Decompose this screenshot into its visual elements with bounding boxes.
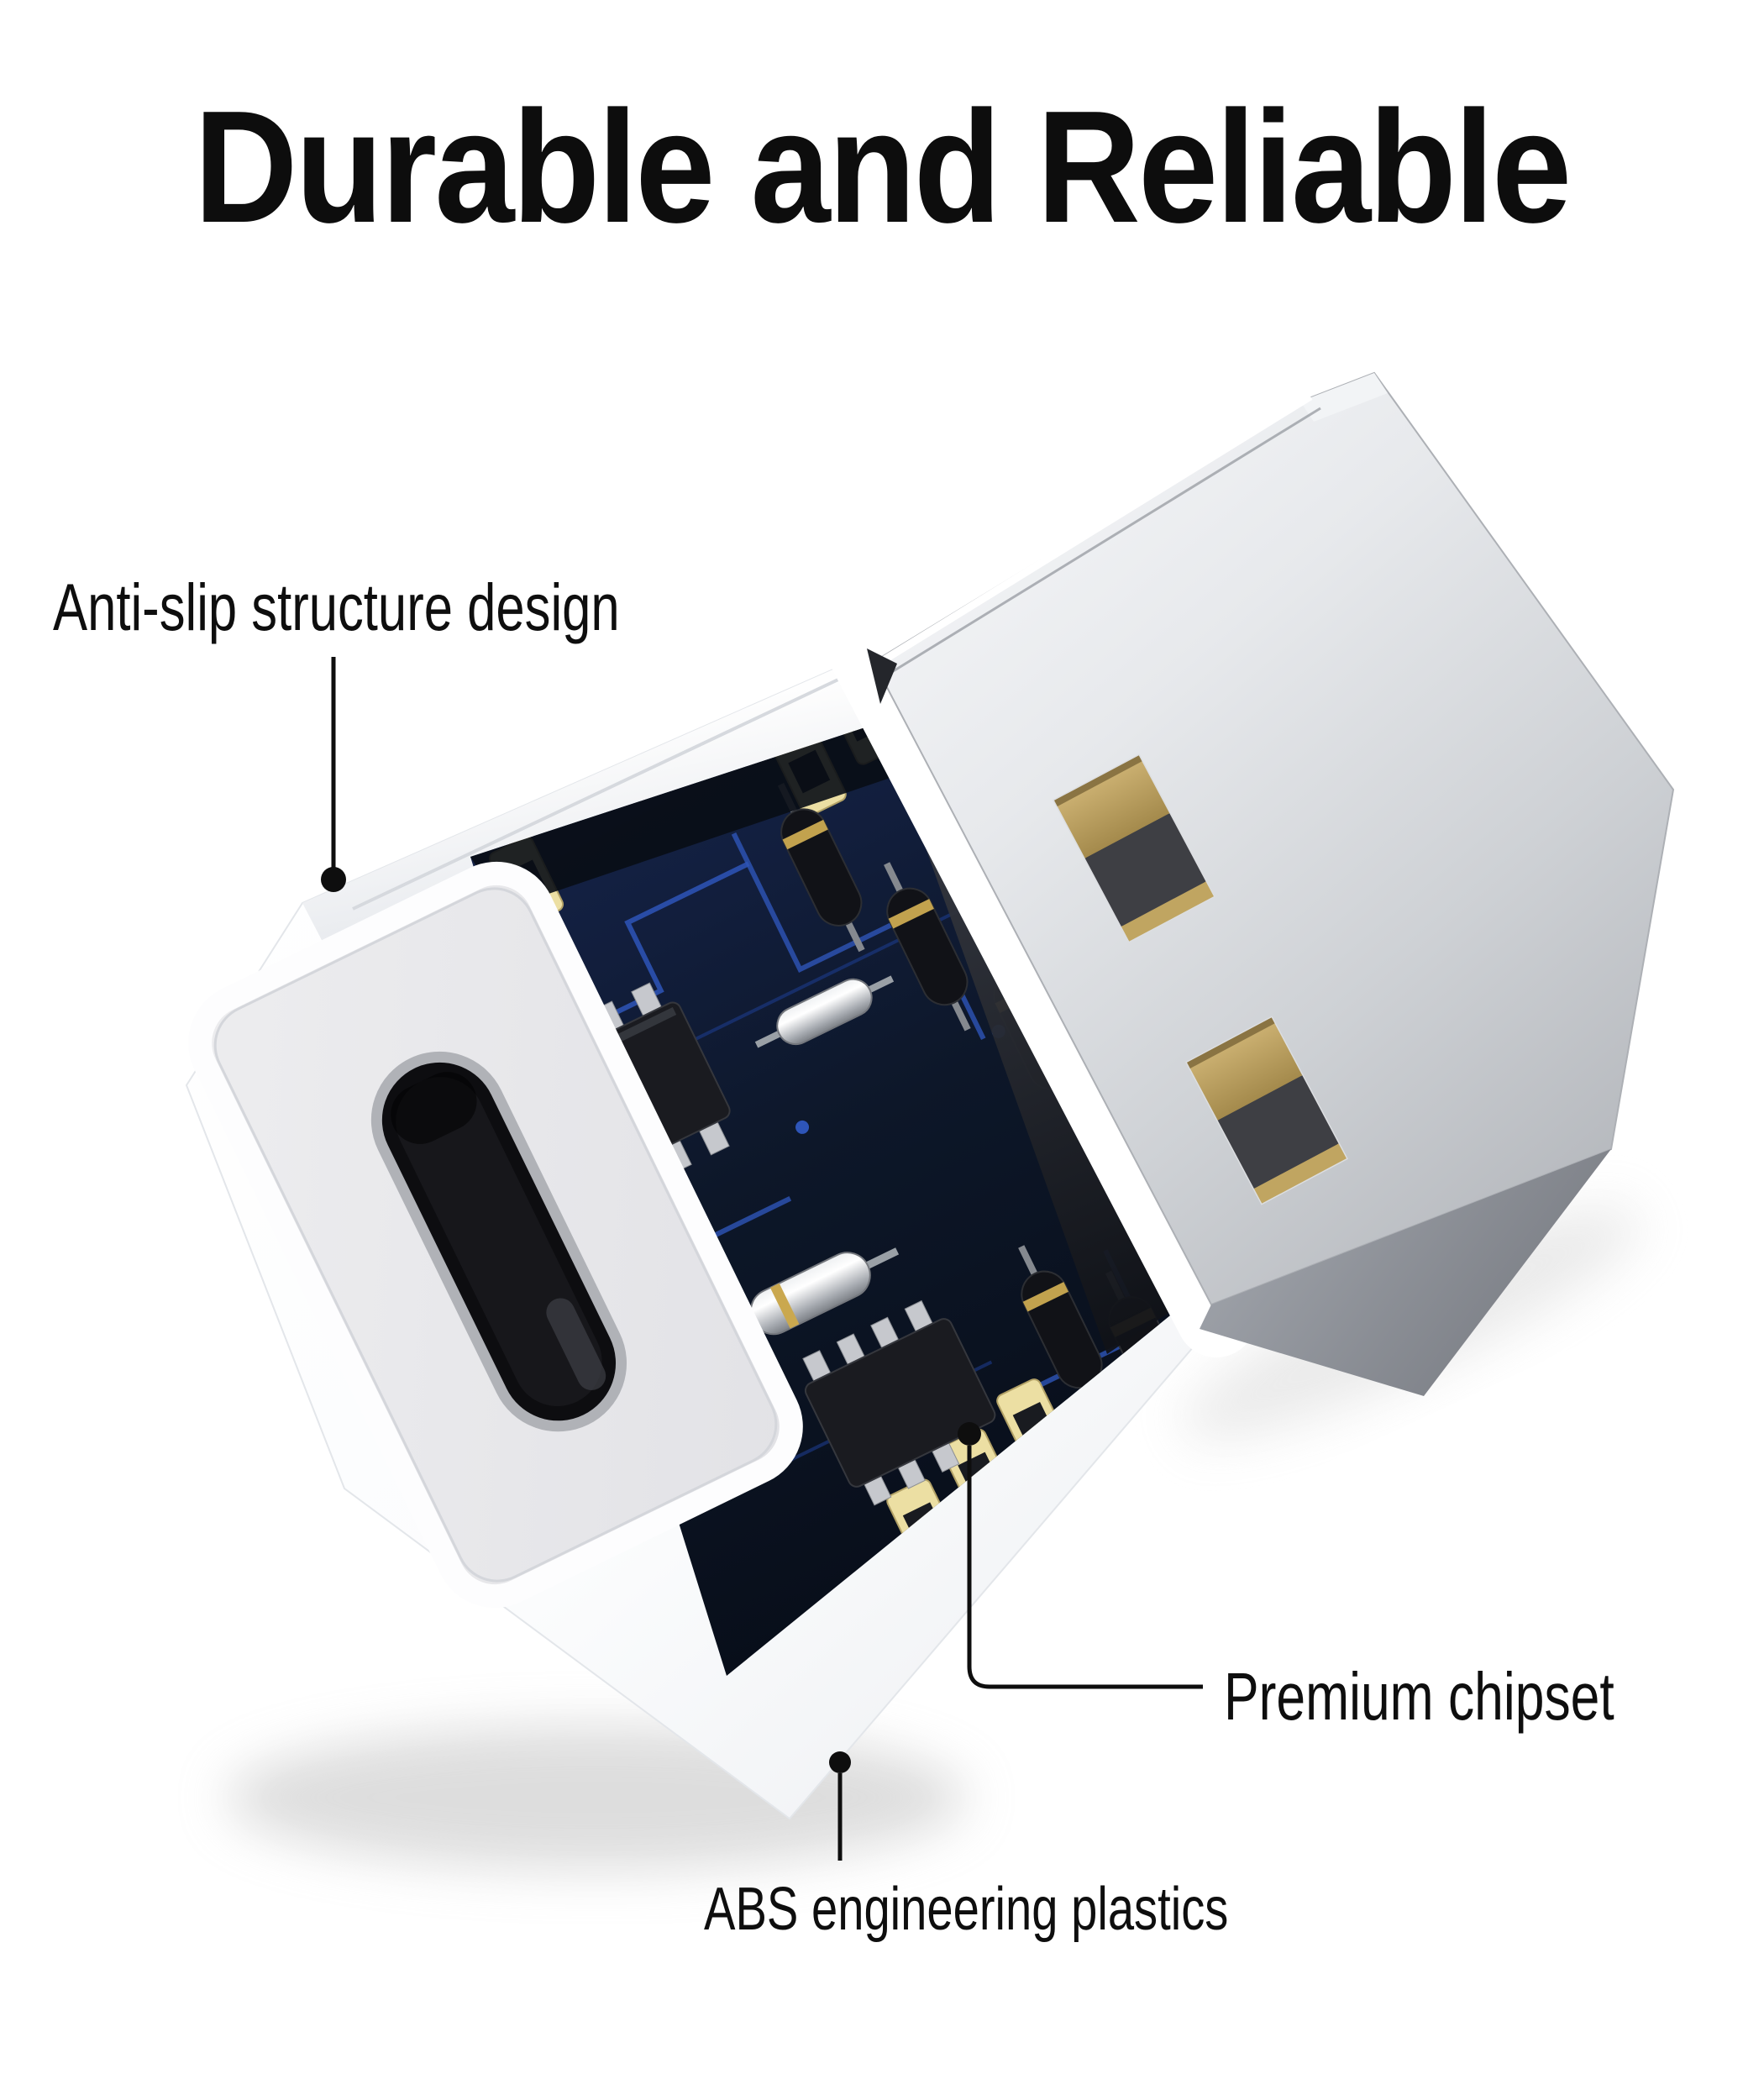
anti-slip-ridge xyxy=(352,677,841,911)
usb-a-connector xyxy=(872,371,1675,1396)
front-face xyxy=(188,861,803,1609)
body-shadow xyxy=(227,1726,966,1869)
cutaway-top-shadow xyxy=(470,697,984,909)
page-title: Durable and Reliable xyxy=(0,76,1764,260)
premium-chipset-leader-line xyxy=(967,1446,1203,1689)
usb-a-contact-window-1 xyxy=(1053,753,1215,943)
usb-a-contact-window-2 xyxy=(1185,1016,1348,1205)
abs-plastics-label-text: ABS engineering plastics xyxy=(704,1876,1229,1943)
usb-a-side-face xyxy=(1200,1149,1611,1396)
anti-slip-dot xyxy=(321,867,346,892)
anti-slip-label-text: Anti-slip structure design xyxy=(53,570,620,644)
abs-plastics-dot xyxy=(829,1751,851,1773)
callout-anti-slip xyxy=(321,657,346,892)
callout-label-premium-chipset: Premium chipset xyxy=(1224,1662,1725,1732)
callout-label-anti-slip: Anti-slip structure design xyxy=(53,570,780,644)
callout-label-abs-plastics: ABS engineering plastics xyxy=(704,1876,1376,1943)
callout-abs-plastics xyxy=(829,1751,851,1861)
premium-chipset-dot xyxy=(958,1422,981,1446)
callout-premium-chipset xyxy=(958,1422,1203,1689)
collar-notch xyxy=(867,648,897,704)
premium-chipset-label-text: Premium chipset xyxy=(1224,1659,1614,1734)
usb-a-corner-chamfer xyxy=(1300,373,1388,422)
usb-c-port xyxy=(370,1051,627,1432)
page-title-text: Durable and Reliable xyxy=(194,78,1572,256)
